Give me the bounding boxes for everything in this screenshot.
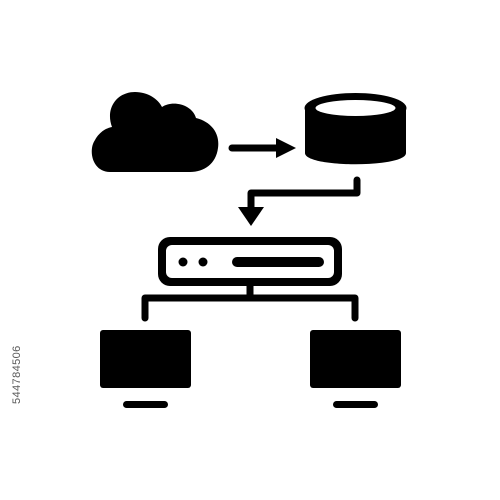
cloud-icon <box>91 92 219 172</box>
right-arrow-icon <box>228 138 296 158</box>
left-monitor-icon <box>100 330 191 408</box>
stock-id-label: 544784506 <box>11 345 23 405</box>
right-monitor-icon <box>310 330 401 408</box>
server-rack-icon <box>158 237 342 286</box>
database-icon <box>304 93 407 165</box>
elbow-down-arrow-icon <box>238 176 361 226</box>
network-connector-lines <box>141 282 359 322</box>
